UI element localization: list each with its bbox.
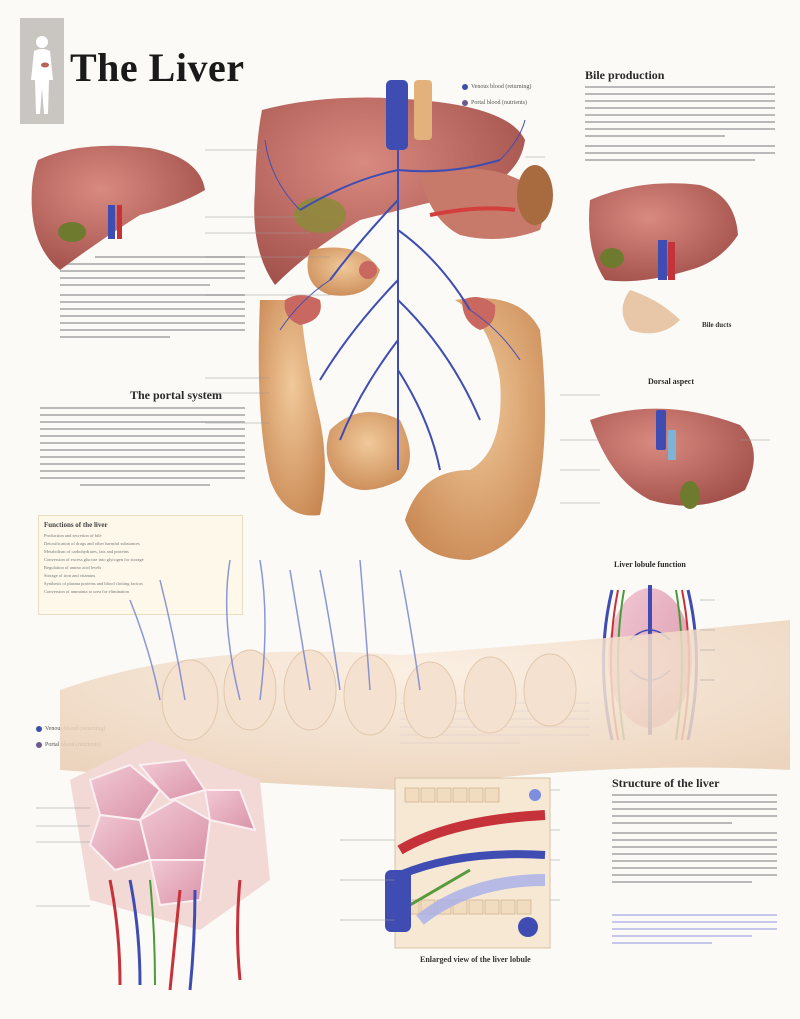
- legend-venous-top: Venous blood (returning): [462, 84, 531, 90]
- enlarged-lobule-view: [385, 777, 551, 949]
- venous-dot-icon: [36, 726, 42, 732]
- function-item: Regulation of amino acid levels: [44, 565, 102, 570]
- functions-title: Functions of the liver: [44, 521, 108, 529]
- functions-list: Production and secretion of bile Detoxif…: [44, 532, 237, 596]
- function-item: Conversion of excess glucose into glycog…: [44, 557, 144, 562]
- dorsal-aspect-heading: Dorsal aspect: [648, 377, 694, 386]
- function-item: Detoxification of drugs and other harmfu…: [44, 541, 140, 546]
- dorsal-aspect-liver: [590, 408, 754, 509]
- portal-vein-tree: [264, 119, 526, 471]
- enlarged-view-caption: Enlarged view of the liver lobule: [420, 955, 531, 964]
- label-leader-lines: [36, 149, 770, 921]
- function-item: Production and secretion of bile: [44, 533, 102, 538]
- bile-production-heading: Bile production: [585, 68, 665, 82]
- function-item: Metabolism of carbohydrates, fats and pr…: [44, 549, 129, 554]
- liver-main: [254, 80, 553, 286]
- page-title: The Liver: [70, 45, 245, 90]
- function-item: Synthesis of plasma proteins and blood c…: [44, 581, 143, 586]
- body-silhouette-badge: [20, 18, 64, 124]
- bile-ducts-diagram: [589, 183, 738, 334]
- lobule-cross-section: [70, 740, 270, 991]
- portal-system-heading: The portal system: [130, 388, 222, 402]
- bile-ducts-caption: Bile ducts: [702, 321, 732, 329]
- venous-dot-icon: [462, 84, 468, 90]
- intestines: [258, 247, 545, 560]
- liver-anterior-small: [31, 145, 205, 270]
- function-item: Conversion of ammonia to urea for elimin…: [44, 589, 129, 594]
- lobule-tissue-panorama: [60, 559, 790, 790]
- portal-dot-icon: [462, 100, 468, 106]
- human-body-icon: [31, 36, 53, 114]
- lobule-function-heading: Liver lobule function: [614, 560, 686, 569]
- function-item: Storage of iron and vitamins: [44, 573, 96, 578]
- structure-heading: Structure of the liver: [612, 776, 720, 790]
- functions-box: Functions of the liver Production and se…: [38, 515, 243, 615]
- legend-portal-top: Portal blood (nutrients): [462, 100, 527, 106]
- portal-dot-icon: [36, 742, 42, 748]
